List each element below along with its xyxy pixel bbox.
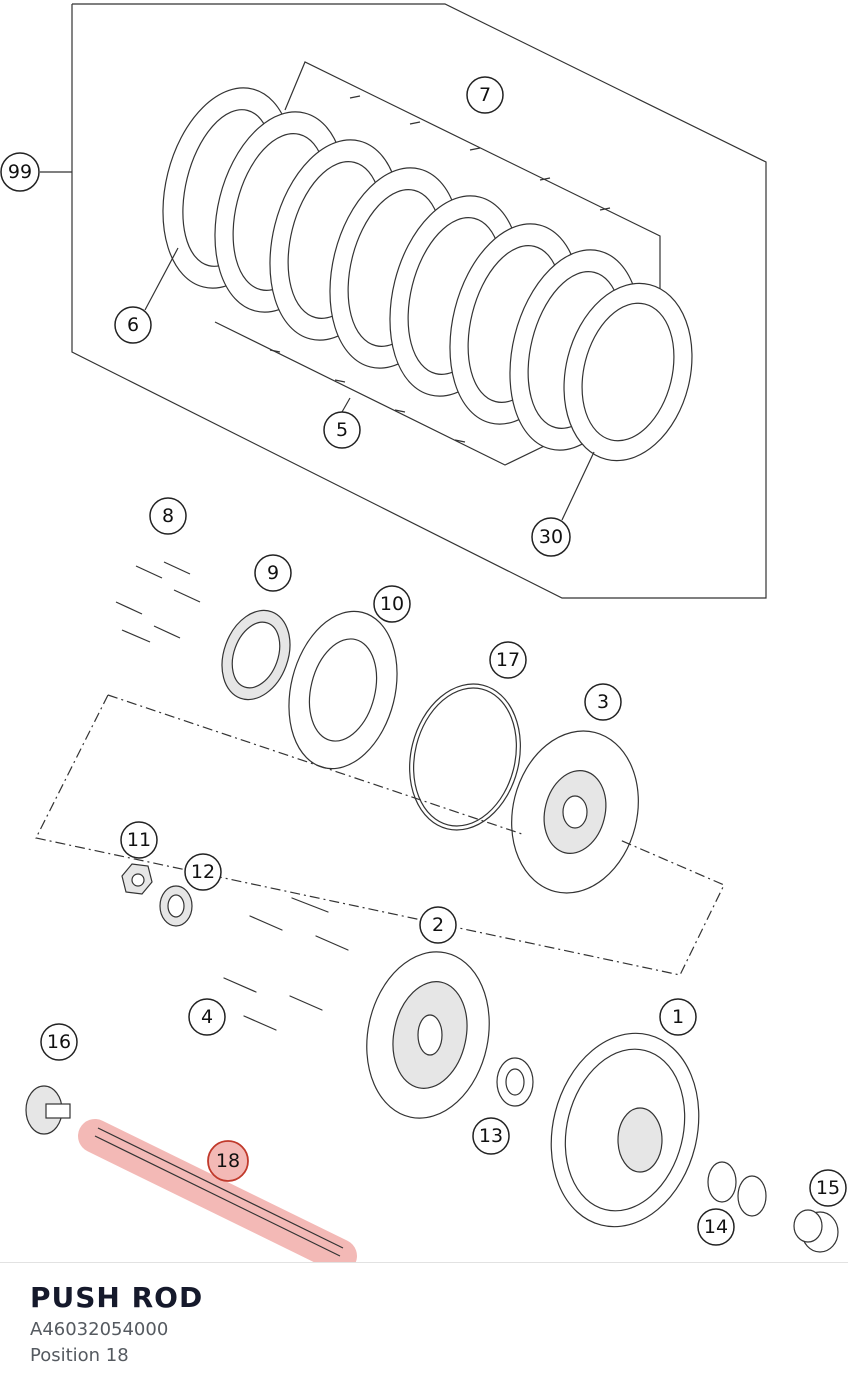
part-info-panel: PUSH ROD A46032054000 Position 18 <box>0 1262 848 1391</box>
callout-16[interactable]: 16 <box>40 1023 78 1061</box>
callout-label: 14 <box>704 1216 728 1238</box>
callout-99[interactable]: 99 <box>0 152 40 192</box>
callout-14[interactable]: 14 <box>697 1208 735 1246</box>
leader-30 <box>561 451 595 521</box>
callout-8[interactable]: 8 <box>149 497 187 535</box>
callout-30[interactable]: 30 <box>531 517 571 557</box>
callout-label: 17 <box>496 649 520 671</box>
callout-label: 16 <box>47 1031 71 1053</box>
bolts <box>115 561 201 643</box>
callout-18-selected[interactable]: 18 <box>207 1140 249 1182</box>
o-ring-inner <box>413 687 517 827</box>
bushing <box>737 1175 767 1217</box>
clutch-plate-stack <box>162 87 693 462</box>
callout-label: 10 <box>380 593 404 615</box>
damper-pins <box>223 897 349 1031</box>
callout-9[interactable]: 9 <box>254 554 292 592</box>
kit-outline <box>71 3 767 599</box>
callout-2[interactable]: 2 <box>419 906 457 944</box>
callout-label: 18 <box>216 1150 240 1172</box>
inner-hub-splines <box>417 1014 443 1056</box>
callout-4[interactable]: 4 <box>188 998 226 1036</box>
part-number: A46032054000 <box>30 1319 169 1340</box>
callout-17[interactable]: 17 <box>489 641 527 679</box>
callout-3[interactable]: 3 <box>584 683 622 721</box>
part-name: PUSH ROD <box>30 1281 204 1314</box>
callout-13[interactable]: 13 <box>472 1117 510 1155</box>
callout-label: 7 <box>479 84 491 106</box>
push-rod-edge <box>97 1127 344 1249</box>
callout-label: 8 <box>162 505 174 527</box>
leader-6 <box>144 247 179 311</box>
spacer-sleeve-end <box>793 1209 823 1243</box>
washer-hole <box>308 638 378 742</box>
callout-label: 30 <box>539 526 563 548</box>
assembly-outline <box>35 694 725 976</box>
assembly-outline-inner <box>107 694 526 836</box>
bushing <box>707 1161 737 1203</box>
callout-6[interactable]: 6 <box>114 306 152 344</box>
callout-label: 11 <box>127 829 151 851</box>
callout-label: 4 <box>201 1006 213 1028</box>
piston-stem <box>45 1103 71 1119</box>
callout-7[interactable]: 7 <box>466 76 504 114</box>
callout-10[interactable]: 10 <box>373 585 411 623</box>
callout-label: 1 <box>672 1006 684 1028</box>
callout-label: 9 <box>267 562 279 584</box>
leader-5 <box>341 397 351 413</box>
o-ring <box>409 683 521 831</box>
callout-label: 6 <box>127 314 139 336</box>
callout-11[interactable]: 11 <box>120 821 158 859</box>
callout-label: 5 <box>336 419 348 441</box>
lock-washer-hole <box>167 894 185 918</box>
push-rod[interactable] <box>94 1135 341 1257</box>
callout-label: 2 <box>432 914 444 936</box>
callout-1[interactable]: 1 <box>659 998 697 1036</box>
callout-label: 15 <box>816 1177 840 1199</box>
basket-hub <box>617 1107 663 1173</box>
part-position: Position 18 <box>30 1345 129 1366</box>
callout-label: 12 <box>191 861 215 883</box>
plate-hole <box>581 302 675 442</box>
callout-label: 99 <box>8 161 32 183</box>
callout-5[interactable]: 5 <box>323 411 361 449</box>
pressure-plate-center <box>562 795 588 829</box>
exploded-parts-diagram: 99 7 6 5 30 8 9 10 17 3 11 12 2 4 1 16 1… <box>0 3 847 1262</box>
callout-12[interactable]: 12 <box>184 853 222 891</box>
hub-washer-hole <box>505 1068 525 1096</box>
nut-hole <box>131 873 145 887</box>
diagram-canvas: 99 7 6 5 30 8 9 10 17 3 11 12 2 4 1 16 1… <box>0 3 847 1262</box>
callout-label: 13 <box>479 1125 503 1147</box>
bearing-hole <box>231 621 281 689</box>
callout-15[interactable]: 15 <box>809 1169 847 1207</box>
callout-label: 3 <box>597 691 609 713</box>
